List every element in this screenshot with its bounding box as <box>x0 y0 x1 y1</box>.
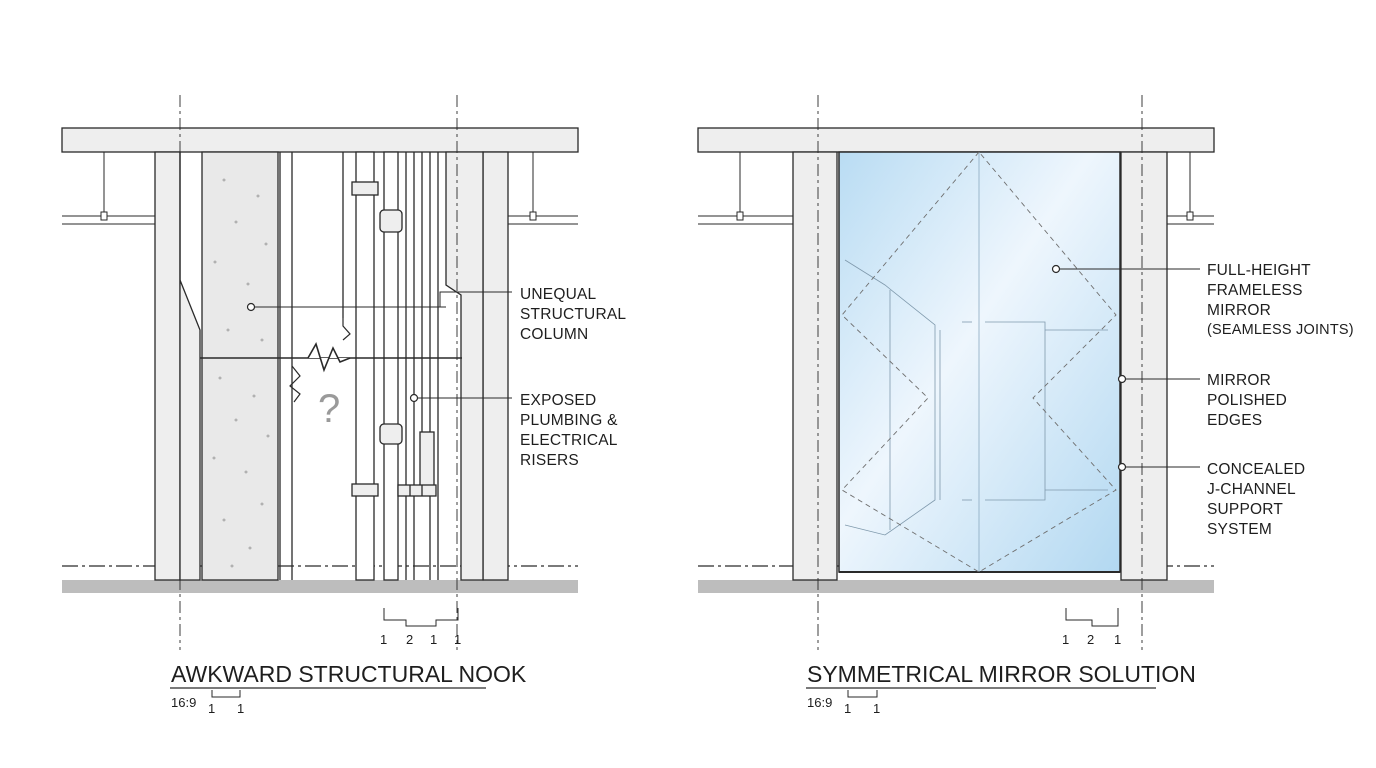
callout-exposed-risers: EXPOSED PLUMBING & ELECTRICAL RISERS <box>520 392 618 469</box>
left-scale: 16:9 <box>171 695 196 710</box>
svg-text:POLISHED: POLISHED <box>1207 392 1287 409</box>
callout-unequal-column: UNEQUAL STRUCTURAL COLUMN <box>520 286 626 343</box>
leader-dot-column <box>246 302 256 312</box>
right-dim-tick-2: 2 <box>1087 632 1094 647</box>
callout-polished-edges: MIRROR POLISHED EDGES <box>1207 372 1287 429</box>
callout-full-height-mirror: FULL-HEIGHT FRAMELESS MIRROR (SEAMLESS J… <box>1207 262 1354 338</box>
left-dim-tick-3: 1 <box>430 632 437 647</box>
left-floor-slab <box>62 580 578 593</box>
svg-text:(SEAMLESS JOINTS): (SEAMLESS JOINTS) <box>1207 322 1354 338</box>
left-elevation <box>61 95 579 650</box>
svg-text:EDGES: EDGES <box>1207 412 1262 429</box>
svg-text:MIRROR: MIRROR <box>1207 302 1271 319</box>
svg-text:FRAMELESS: FRAMELESS <box>1207 282 1303 299</box>
svg-text:STRUCTURAL: STRUCTURAL <box>520 306 626 323</box>
svg-text:J-CHANNEL: J-CHANNEL <box>1207 481 1296 498</box>
left-leaders <box>251 291 512 399</box>
mirror-left-wall <box>792 151 838 581</box>
right-wall <box>482 151 509 581</box>
right-dim-tick-3: 1 <box>1114 632 1121 647</box>
left-title: AWKWARD STRUCTURAL NOOK <box>171 661 527 687</box>
right-title: SYMMETRICAL MIRROR SOLUTION <box>807 661 1196 687</box>
left-centerlines <box>179 95 458 650</box>
leader-dot-risers <box>409 393 419 403</box>
question-mark: ? <box>318 387 340 431</box>
left-dimension-bracket <box>383 608 459 627</box>
right-scale: 16:9 <box>807 695 832 710</box>
svg-text:SYSTEM: SYSTEM <box>1207 521 1272 538</box>
svg-text:ELECTRICAL: ELECTRICAL <box>520 432 618 449</box>
left-dim-tick-1: 1 <box>380 632 387 647</box>
leader-dot-channel <box>1117 462 1127 472</box>
left-ceiling-slab <box>61 127 579 153</box>
right-dim-tick-1: 1 <box>1062 632 1069 647</box>
right-scale-tick-2: 1 <box>873 701 880 716</box>
svg-text:FULL-HEIGHT: FULL-HEIGHT <box>1207 262 1311 279</box>
left-scale-tick-1: 1 <box>208 701 215 716</box>
svg-text:MIRROR: MIRROR <box>1207 372 1271 389</box>
break-line <box>200 318 462 403</box>
svg-text:COLUMN: COLUMN <box>520 326 588 343</box>
right-column <box>445 151 484 581</box>
left-scale-tick-2: 1 <box>237 701 244 716</box>
right-leaders <box>1056 268 1200 468</box>
svg-text:RISERS: RISERS <box>520 452 579 469</box>
left-dim-tick-2: 2 <box>406 632 413 647</box>
right-centerlines <box>817 95 1143 650</box>
concrete-column <box>201 151 279 581</box>
right-ceiling-grid <box>698 152 1214 225</box>
mirror-panel <box>838 151 1121 573</box>
svg-text:SUPPORT: SUPPORT <box>1207 501 1283 518</box>
concrete-speckle <box>212 178 270 568</box>
svg-text:EXPOSED: EXPOSED <box>520 392 596 409</box>
plumbing-risers <box>351 151 439 581</box>
mirror-right-wall <box>1120 151 1168 581</box>
right-scale-tick-1: 1 <box>844 701 851 716</box>
leader-dot-edges <box>1117 374 1127 384</box>
left-dim-tick-4: 1 <box>454 632 461 647</box>
mirror-dashed-pattern <box>841 151 1117 573</box>
leader-dot-mirror <box>1051 264 1061 274</box>
right-dimension-bracket <box>1065 608 1119 627</box>
svg-text:CONCEALED: CONCEALED <box>1207 461 1305 478</box>
callout-j-channel: CONCEALED J-CHANNEL SUPPORT SYSTEM <box>1207 461 1305 538</box>
right-floor-slab <box>698 580 1214 593</box>
svg-text:PLUMBING &: PLUMBING & <box>520 412 618 429</box>
right-ceiling-slab <box>697 127 1215 153</box>
unequal-column <box>179 152 201 581</box>
right-elevation <box>697 95 1215 650</box>
svg-text:UNEQUAL: UNEQUAL <box>520 286 597 303</box>
left-wall <box>154 151 181 581</box>
